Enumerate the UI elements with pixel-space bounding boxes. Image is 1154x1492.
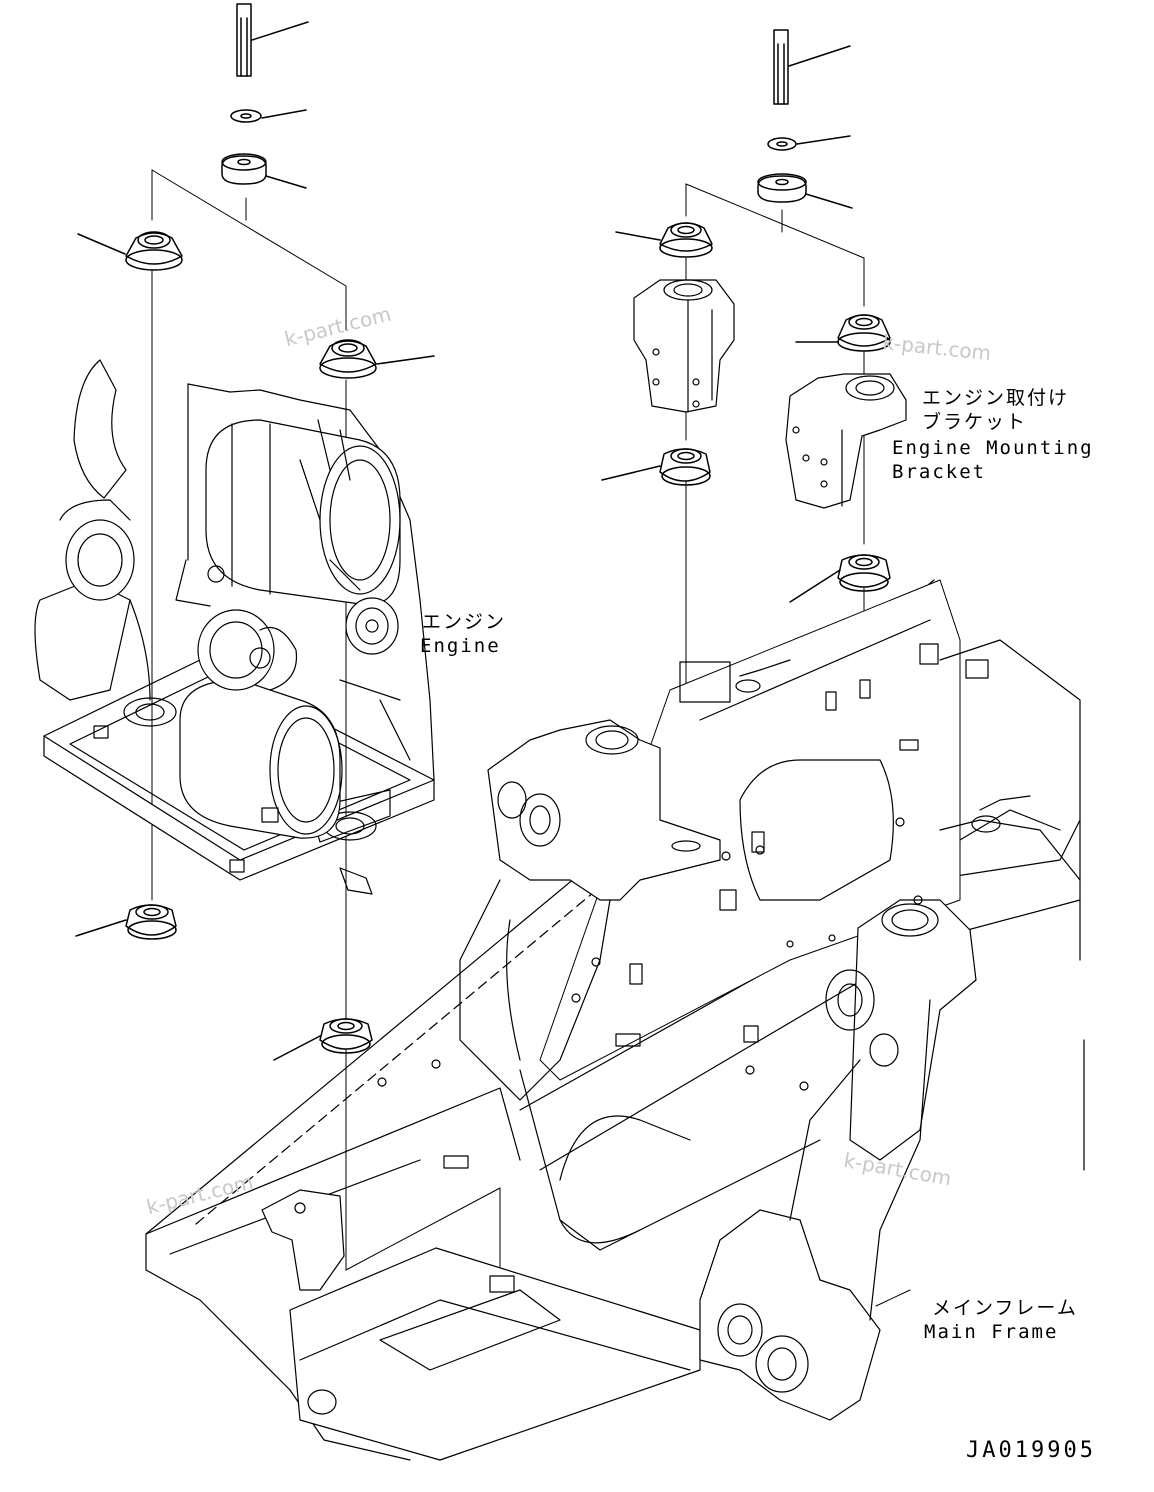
main-frame [145, 579, 1085, 1461]
right-mount-lower-b [789, 554, 891, 603]
left-mount-upper-b [319, 339, 435, 379]
right-bolt [773, 29, 851, 105]
right-mount-upper-a [615, 222, 713, 258]
frame-label-en: Main Frame [924, 1321, 1059, 1343]
right-washer [767, 135, 851, 151]
left-mount-lower-a [75, 904, 177, 940]
bracket-right [785, 373, 907, 509]
bracket-label-en-2: Bracket [892, 461, 987, 483]
engine [34, 359, 435, 895]
left-mount-lower-b [273, 1018, 373, 1061]
left-washer [230, 109, 307, 123]
bracket-label-en-1: Engine Mounting [892, 437, 1094, 459]
left-plate [221, 153, 307, 189]
right-plate [757, 173, 853, 209]
bracket-label-jp-1: エンジン取付け [922, 387, 1070, 409]
drawing-code: JA019905 [966, 1438, 1096, 1463]
bracket-left [633, 279, 735, 413]
engine-label-jp: エンジン [422, 611, 507, 633]
frame-label-leader [875, 1289, 911, 1307]
left-mount-upper-a [77, 231, 183, 271]
frame-label-jp: メインフレーム [932, 1297, 1078, 1319]
bracket-label-jp-2: ブラケット [922, 411, 1028, 433]
right-mount-lower-a [601, 448, 711, 486]
right-mount-upper-b [795, 314, 891, 352]
left-bolt [236, 3, 309, 77]
engine-label-en: Engine [420, 635, 501, 657]
